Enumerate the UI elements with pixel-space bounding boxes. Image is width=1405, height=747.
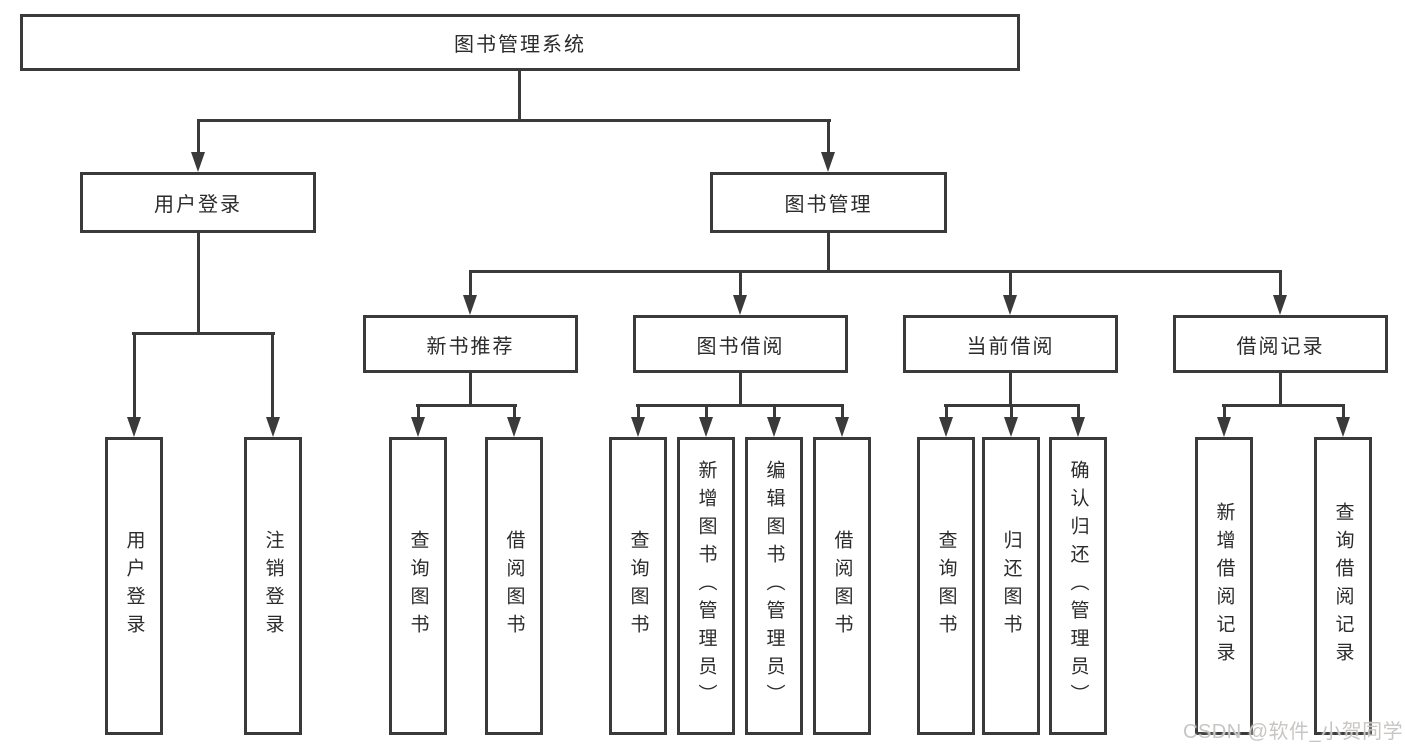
leaf-return-books: 归还图书: [982, 437, 1040, 735]
connector-line: [827, 121, 830, 153]
leaf-edit-books-admin: 编辑图书（管理员）: [745, 437, 803, 735]
node-borrowing-records: 借阅记录: [1173, 315, 1388, 373]
connector-line: [132, 332, 275, 335]
leaf-borrow-books: 借阅图书: [485, 437, 543, 735]
leaf-label: 用户登录: [123, 530, 145, 642]
leaf-confirm-return-admin: 确认归还（管理员）: [1049, 437, 1107, 735]
connector-line: [197, 232, 200, 335]
arrowhead-icon: [631, 417, 645, 437]
leaf-label: 注销登录: [262, 530, 284, 642]
node-label: 图书管理: [784, 194, 873, 216]
connector-line: [1342, 406, 1345, 418]
leaf-label: 新增借阅记录: [1213, 502, 1235, 670]
connector-line: [636, 404, 844, 407]
leaf-label: 查询借阅记录: [1332, 502, 1354, 670]
connector-line: [1279, 272, 1282, 297]
connector-line: [1222, 404, 1345, 407]
leaf-label: 查询图书: [407, 530, 429, 642]
leaf-query-books: 查询图书: [389, 437, 447, 735]
arrowhead-icon: [1336, 417, 1350, 437]
arrowhead-icon: [1273, 295, 1287, 315]
connector-line: [739, 372, 742, 407]
node-user-login: 用户登录: [80, 172, 316, 233]
csdn-watermark: CSDN @软件_小贺同学: [1183, 721, 1404, 743]
node-label: 图书借阅: [696, 335, 785, 358]
leaf-borrow-books: 借阅图书: [813, 437, 871, 735]
connector-line: [739, 272, 742, 297]
leaf-label: 编辑图书（管理员）: [763, 460, 785, 712]
connector-line: [1279, 372, 1282, 407]
leaf-query-borrow-record: 查询借阅记录: [1314, 437, 1372, 735]
connector-line: [773, 406, 776, 418]
node-book-management: 图书管理: [710, 172, 947, 233]
connector-line: [944, 404, 1080, 407]
leaf-label: 新增图书（管理员）: [695, 460, 717, 712]
connector-line: [1010, 406, 1013, 418]
leaf-add-borrow-record: 新增借阅记录: [1195, 437, 1253, 735]
connector-line: [271, 334, 274, 418]
leaf-user-login: 用户登录: [105, 437, 163, 735]
connector-line: [1009, 372, 1012, 407]
connector-line: [1223, 406, 1226, 418]
connector-line: [133, 334, 136, 418]
leaf-query-books: 查询图书: [609, 437, 667, 735]
arrowhead-icon: [127, 417, 141, 437]
connector-line: [945, 406, 948, 418]
connector-line: [469, 372, 472, 407]
node-new-book-recommend: 新书推荐: [363, 315, 578, 373]
connector-line: [513, 406, 516, 418]
connector-line: [637, 406, 640, 418]
leaf-label: 确认归还（管理员）: [1067, 460, 1089, 712]
node-root-library-system: 图书管理系统: [20, 14, 1020, 71]
node-label: 图书管理系统: [454, 34, 586, 56]
leaf-label: 借阅图书: [831, 530, 853, 642]
arrowhead-icon: [733, 295, 747, 315]
connector-line: [469, 272, 472, 297]
connector-line: [417, 406, 420, 418]
arrowhead-icon: [699, 417, 713, 437]
leaf-query-books: 查询图书: [917, 437, 975, 735]
connector-line: [1009, 272, 1012, 297]
arrowhead-icon: [1217, 417, 1231, 437]
arrowhead-icon: [507, 417, 521, 437]
node-book-borrowing: 图书借阅: [633, 315, 848, 373]
leaf-label: 借阅图书: [503, 530, 525, 642]
node-label: 当前借阅: [966, 335, 1055, 358]
arrowhead-icon: [1003, 295, 1017, 315]
connector-line: [1077, 406, 1080, 418]
arrowhead-icon: [411, 417, 425, 437]
connector-line: [197, 121, 200, 153]
arrowhead-icon: [1004, 417, 1018, 437]
arrowhead-icon: [835, 417, 849, 437]
connector-line: [705, 406, 708, 418]
connector-line: [827, 232, 830, 273]
arrowhead-icon: [821, 152, 835, 172]
leaf-logout: 注销登录: [244, 437, 302, 735]
arrowhead-icon: [1071, 417, 1085, 437]
connector-line: [416, 404, 517, 407]
leaf-label: 归还图书: [1000, 530, 1022, 642]
arrowhead-icon: [463, 295, 477, 315]
connector-line: [518, 70, 521, 121]
arrowhead-icon: [266, 417, 280, 437]
arrowhead-icon: [191, 152, 205, 172]
connector-line: [469, 270, 1282, 273]
connector-line: [841, 406, 844, 418]
node-label: 新书推荐: [426, 335, 515, 358]
arrowhead-icon: [767, 417, 781, 437]
node-label: 借阅记录: [1236, 335, 1325, 358]
arrowhead-icon: [939, 417, 953, 437]
connector-line: [197, 119, 831, 122]
node-label: 用户登录: [154, 194, 242, 216]
leaf-add-books-admin: 新增图书（管理员）: [677, 437, 735, 735]
leaf-label: 查询图书: [935, 530, 957, 642]
node-current-borrowing: 当前借阅: [903, 315, 1118, 373]
leaf-label: 查询图书: [627, 530, 649, 642]
